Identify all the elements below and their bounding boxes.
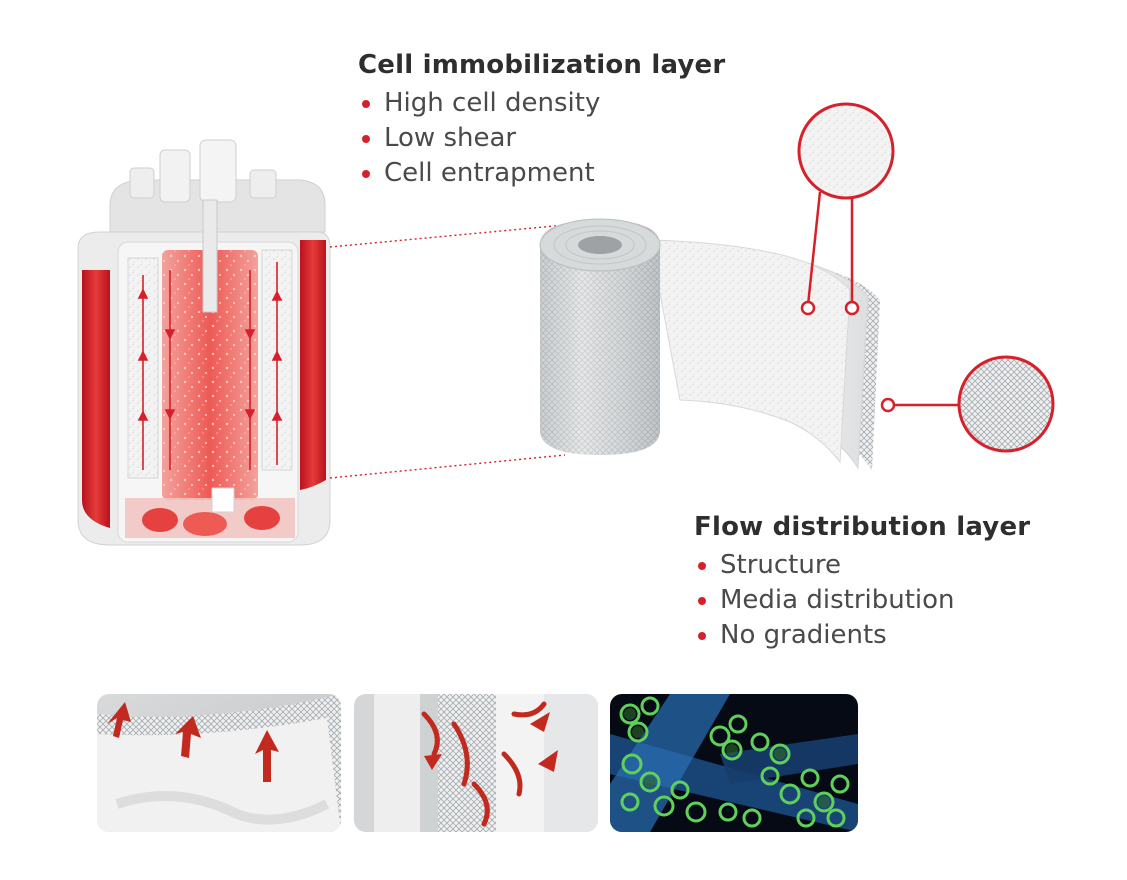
callout-list: High cell density Low shear Cell entrapm… (358, 86, 725, 191)
dotted-connector (329, 224, 566, 479)
list-item: Structure (694, 548, 1030, 583)
bullet-dot-icon (698, 631, 706, 640)
bullet-dot-icon (362, 134, 370, 143)
flow-arrow-icon (421, 701, 547, 827)
list-item: Low shear (358, 121, 725, 156)
flow-arrow-icon (107, 702, 279, 782)
list-item: High cell density (358, 86, 725, 121)
thumbnail-cross-section (354, 694, 598, 832)
cell-cluster (619, 696, 850, 828)
bioreactor-cutaway (77, 139, 331, 546)
bullet-dot-icon (362, 99, 370, 108)
thumbnail-sheet-flow (97, 694, 341, 832)
bullet-dot-icon (362, 169, 370, 178)
magnifier-circle-icon (880, 355, 1055, 453)
callout-cell-immobilization: Cell immobilization layer High cell dens… (358, 50, 725, 191)
bullet-dot-icon (698, 596, 706, 605)
thumbnail-microscopy (610, 694, 858, 832)
callout-list: Structure Media distribution No gradient… (694, 548, 1030, 653)
list-item: Cell entrapment (358, 156, 725, 191)
carrier-roll (539, 218, 880, 470)
callout-title: Cell immobilization layer (358, 50, 726, 80)
magnifier-circle-icon (797, 102, 895, 316)
callout-title: Flow distribution layer (694, 512, 1031, 542)
list-item: Media distribution (694, 583, 1030, 618)
list-item: No gradients (694, 618, 1030, 653)
callout-flow-distribution: Flow distribution layer Structure Media … (694, 512, 1030, 653)
bullet-dot-icon (698, 561, 706, 570)
flow-arrow-icon (137, 262, 283, 470)
